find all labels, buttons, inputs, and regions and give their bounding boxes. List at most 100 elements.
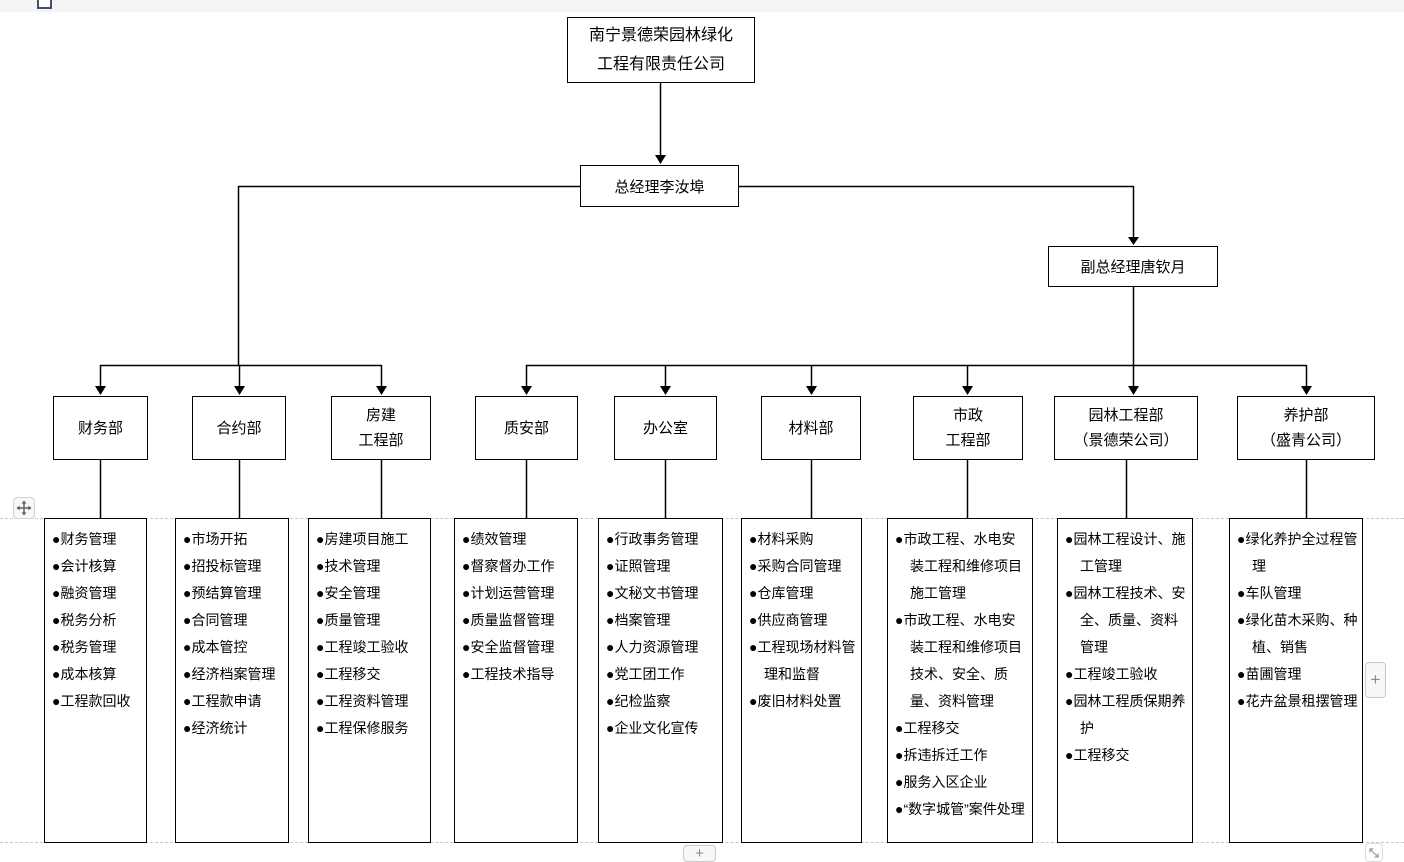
duty-item: ●证照管理 [606, 558, 671, 574]
bullet-icon: ● [462, 639, 471, 655]
move-icon [16, 500, 32, 516]
bullet-icon: ● [895, 774, 904, 790]
duties-cell-housing-construction[interactable]: ●房建项目施工●技术管理●安全管理●质量管理●工程竣工验收●工程移交●工程资料管… [308, 518, 431, 843]
dept-label: 园林工程部 （景德荣公司） [1073, 407, 1179, 449]
bullet-icon: ● [52, 558, 61, 574]
duty-item: ●技术管理 [316, 558, 381, 574]
duty-item: ●废旧材料处置 [749, 693, 842, 709]
bullet-icon: ● [895, 612, 904, 628]
dept-label: 质安部 [503, 419, 549, 437]
duties-cell-office[interactable]: ●行政事务管理●证照管理●文秘文书管理●档案管理●人力资源管理●党工团工作●纪检… [598, 518, 723, 843]
duties-list: ●园林工程设计、施工管理●园林工程技术、安全、质量、资料管理●工程竣工验收●园林… [1065, 526, 1188, 769]
bullet-icon: ● [183, 720, 192, 736]
duty-item: ●成本管控 [183, 639, 248, 655]
duty-item: ●工程移交 [1065, 747, 1130, 763]
bullet-icon: ● [462, 666, 471, 682]
bullet-icon: ● [895, 531, 904, 547]
dept-box-finance[interactable]: 财务部 [53, 396, 148, 460]
bullet-icon: ● [606, 558, 615, 574]
bullet-icon: ● [52, 585, 61, 601]
bullet-icon: ● [895, 720, 904, 736]
duties-cell-quality-safety[interactable]: ●绩效管理●督察督办工作●计划运营管理●质量监督管理●安全监督管理●工程技术指导 [454, 518, 578, 843]
table-resize-handle[interactable] [1365, 843, 1383, 862]
duty-item: ●工程现场材料管理和监督 [749, 639, 856, 682]
dept-box-municipal-engineering[interactable]: 市政 工程部 [913, 396, 1023, 460]
add-row-button[interactable]: + [683, 845, 716, 862]
bullet-icon: ● [183, 558, 192, 574]
dept-box-materials[interactable]: 材料部 [761, 396, 861, 460]
duty-item: ●车队管理 [1237, 585, 1302, 601]
duty-item: ●工程款回收 [52, 693, 131, 709]
duty-item: ●质量管理 [316, 612, 381, 628]
bullet-icon: ● [606, 639, 615, 655]
bullet-icon: ● [606, 531, 615, 547]
bullet-icon: ● [1237, 585, 1246, 601]
bullet-icon: ● [52, 612, 61, 628]
duty-item: ●安全监督管理 [462, 639, 555, 655]
duties-list: ●财务管理●会计核算●融资管理●税务分析●税务管理●成本核算●工程款回收 [52, 526, 142, 715]
duties-cell-contract[interactable]: ●市场开拓●招投标管理●预结算管理●合同管理●成本管控●经济档案管理●工程款申请… [175, 518, 289, 843]
deputy-manager-box[interactable]: 副总经理唐钦月 [1048, 246, 1218, 287]
dept-label: 市政 工程部 [945, 407, 991, 449]
bullet-icon: ● [606, 720, 615, 736]
general-manager-box[interactable]: 总经理李汝埠 [580, 165, 739, 207]
bullet-icon: ● [52, 531, 61, 547]
toolbar-button-partial-icon[interactable] [37, 0, 52, 9]
duty-item: ●行政事务管理 [606, 531, 699, 547]
bullet-icon: ● [316, 585, 325, 601]
dept-label: 办公室 [642, 419, 688, 437]
duties-cell-materials[interactable]: ●材料采购●采购合同管理●仓库管理●供应商管理●工程现场材料管理和监督●废旧材料… [741, 518, 862, 843]
duties-list: ●绩效管理●督察督办工作●计划运营管理●质量监督管理●安全监督管理●工程技术指导 [462, 526, 573, 688]
bullet-icon: ● [749, 612, 758, 628]
duties-cell-maintenance[interactable]: ●绿化养护全过程管理●车队管理●绿化苗木采购、种植、销售●苗圃管理●花卉盆景租摆… [1229, 518, 1363, 843]
bullet-icon: ● [462, 585, 471, 601]
duty-item: ●“数字城管”案件处理 [895, 801, 1025, 817]
bullet-icon: ● [749, 693, 758, 709]
dept-box-contract[interactable]: 合约部 [192, 396, 286, 460]
duty-item: ●计划运营管理 [462, 585, 555, 601]
duty-item: ●绿化养护全过程管理 [1237, 531, 1358, 574]
company-root-box[interactable]: 南宁景德荣园林绿化 工程有限责任公司 [567, 17, 755, 83]
dept-box-maintenance[interactable]: 养护部 （盛青公司） [1237, 396, 1375, 460]
duty-item: ●市场开拓 [183, 531, 248, 547]
duty-item: ●材料采购 [749, 531, 814, 547]
top-chrome-bar [0, 0, 1404, 12]
bullet-icon: ● [749, 639, 758, 655]
duty-item: ●预结算管理 [183, 585, 262, 601]
duty-item: ●工程资料管理 [316, 693, 409, 709]
duty-item: ●纪检监察 [606, 693, 671, 709]
dept-label: 合约部 [216, 419, 262, 437]
duty-item: ●绩效管理 [462, 531, 527, 547]
duty-item: ●供应商管理 [749, 612, 828, 628]
duty-item: ●工程保修服务 [316, 720, 409, 736]
bullet-icon: ● [1237, 693, 1246, 709]
dept-box-quality-safety[interactable]: 质安部 [475, 396, 578, 460]
bullet-icon: ● [749, 558, 758, 574]
bullet-icon: ● [183, 612, 192, 628]
add-column-button[interactable]: + [1365, 662, 1386, 698]
table-move-handle[interactable] [13, 497, 35, 519]
bullet-icon: ● [316, 558, 325, 574]
duty-item: ●市政工程、水电安装工程和维修项目施工管理 [895, 531, 1022, 601]
duty-item: ●园林工程技术、安全、质量、资料管理 [1065, 585, 1186, 655]
duties-cell-municipal-engineering[interactable]: ●市政工程、水电安装工程和维修项目施工管理 ●市政工程、水电安装工程和维修项目技术… [887, 518, 1033, 843]
bullet-icon: ● [462, 612, 471, 628]
diagonal-resize-icon [1369, 847, 1379, 858]
duty-item: ●督察督办工作 [462, 558, 555, 574]
dept-box-office[interactable]: 办公室 [614, 396, 717, 460]
dept-box-housing-construction[interactable]: 房建 工程部 [331, 396, 431, 460]
duty-item: ●经济统计 [183, 720, 248, 736]
duty-item: ●经济档案管理 [183, 666, 276, 682]
plus-icon: + [1370, 670, 1381, 689]
duties-cell-finance[interactable]: ●财务管理●会计核算●融资管理●税务分析●税务管理●成本核算●工程款回收 [44, 518, 147, 843]
bullet-icon: ● [316, 693, 325, 709]
duties-cell-landscape-engineering[interactable]: ●园林工程设计、施工管理●园林工程技术、安全、质量、资料管理●工程竣工验收●园林… [1057, 518, 1193, 843]
bullet-icon: ● [462, 558, 471, 574]
duty-item: ●安全管理 [316, 585, 381, 601]
dept-label: 财务部 [77, 419, 123, 437]
bullet-icon: ● [183, 585, 192, 601]
duty-item: ●市政工程、水电安装工程和维修项目技术、安全、质量、资料管理 [895, 612, 1022, 709]
dept-box-landscape-engineering[interactable]: 园林工程部 （景德荣公司） [1054, 396, 1198, 460]
